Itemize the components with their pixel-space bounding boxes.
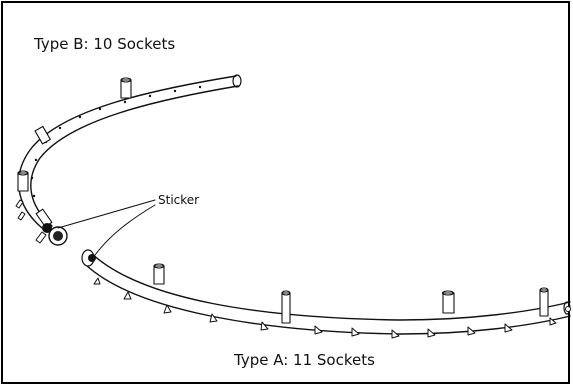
- sticker-label: Sticker: [158, 193, 200, 207]
- type-a-label: Type A: 11 Sockets: [234, 351, 375, 369]
- type-a-tube: [81, 249, 571, 339]
- type-b-tube: [15, 74, 242, 246]
- sticker-leader-lines: [57, 199, 156, 256]
- type-b-label: Type B: 10 Sockets: [34, 35, 176, 53]
